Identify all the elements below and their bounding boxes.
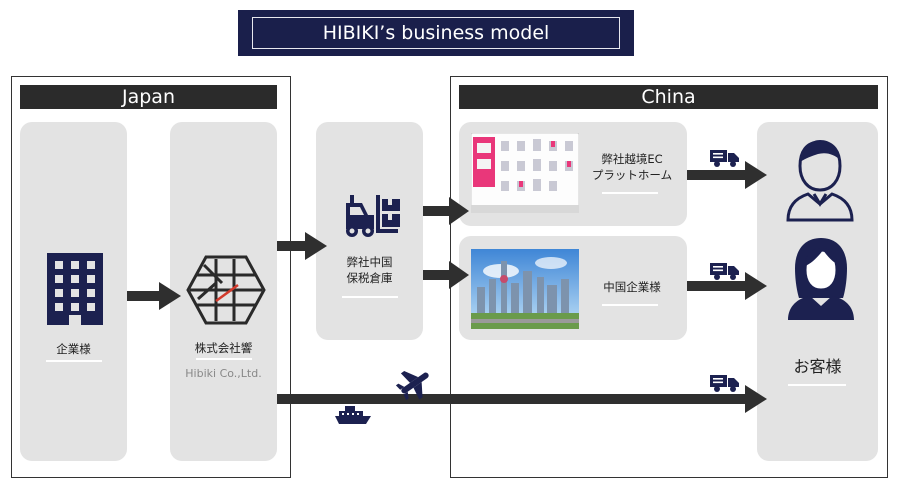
ec-underline xyxy=(602,192,658,194)
ec-label-line2: プラットホーム xyxy=(591,168,673,182)
warehouse-label-line2: 保税倉庫 xyxy=(346,271,393,285)
warehouse-underline xyxy=(342,296,398,298)
arrow-warehouse-to-ec xyxy=(423,197,469,225)
ec-label-line1: 弊社越境EC xyxy=(601,152,663,166)
warehouse-label-line1: 弊社中国 xyxy=(346,255,393,269)
building-icon xyxy=(47,253,103,325)
hibiki-name-label: 株式会社響 xyxy=(194,341,253,355)
title-banner: HIBIKI’s business model xyxy=(238,10,634,56)
city-photo-image xyxy=(471,249,579,329)
woman-icon xyxy=(786,236,856,322)
airplane-icon xyxy=(395,365,435,401)
arrow-direct-to-customers xyxy=(277,385,767,413)
client-company-label: 企業様 xyxy=(56,342,91,356)
page-title: HIBIKI’s business model xyxy=(252,17,620,49)
japan-header: Japan xyxy=(20,85,277,109)
china-header: China xyxy=(459,85,878,109)
truck-icon xyxy=(710,373,740,393)
arrow-hibiki-to-warehouse xyxy=(277,232,327,260)
hibiki-underline xyxy=(196,358,252,360)
arrow-china-company-to-customers xyxy=(687,272,767,300)
hibiki-en-label: Hibiki Co.,Ltd. xyxy=(185,367,262,380)
client-company-underline xyxy=(46,360,102,362)
arrow-warehouse-to-china-company xyxy=(423,261,469,289)
china-company-underline xyxy=(602,304,658,306)
forklift-icon xyxy=(340,193,402,239)
truck-icon xyxy=(710,148,740,168)
customers-underline xyxy=(788,384,846,386)
customers-label: お客様 xyxy=(793,357,842,376)
ec-screenshot-image xyxy=(471,133,579,213)
man-icon xyxy=(784,136,856,222)
arrow-company-to-hibiki xyxy=(127,282,181,310)
hibiki-logo-icon xyxy=(186,255,266,325)
arrow-ec-to-customers xyxy=(687,161,767,189)
truck-icon xyxy=(710,261,740,281)
ship-icon xyxy=(333,404,373,426)
china-company-label: 中国企業様 xyxy=(603,280,661,294)
